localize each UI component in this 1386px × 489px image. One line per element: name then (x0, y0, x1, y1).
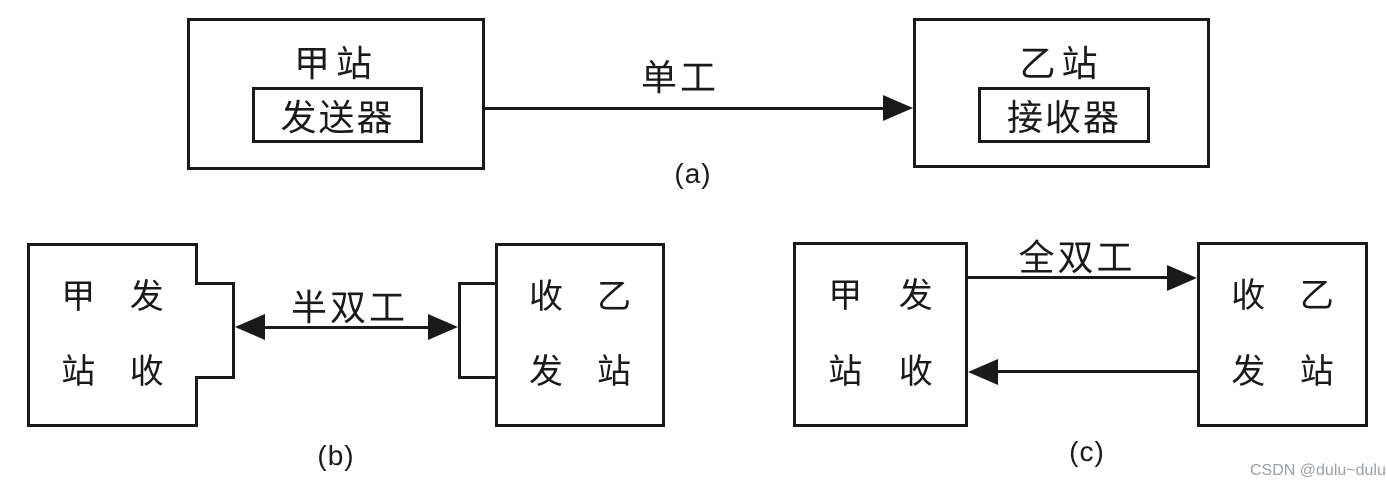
section-b-b-char-bl: 发 (529, 353, 563, 391)
csdn-watermark: CSDN @dulu~dulu (1250, 462, 1386, 479)
section-c-caption: (c) (1069, 436, 1105, 467)
section-b-a-char-br: 收 (129, 353, 164, 391)
section-b-station-a-box: 甲 发 站 收 (27, 243, 198, 427)
section-b-right-bracket (458, 282, 498, 379)
section-b-b-char-br: 站 (597, 353, 631, 391)
section-c-a-char-tr: 发 (898, 277, 933, 316)
section-b-arrow-left-icon (235, 314, 265, 340)
section-b-halfduplex-line (255, 326, 438, 329)
section-b-a-char-tl: 甲 (61, 278, 96, 316)
section-c-station-a-box: 甲 发 站 收 (793, 242, 968, 427)
section-c-return-line (996, 370, 1197, 373)
section-c-arrow-left-icon (968, 359, 998, 385)
section-a-arrow-right-icon (883, 95, 913, 121)
section-a-simplex-line (485, 107, 885, 110)
section-b-arrow-right-icon (428, 314, 458, 340)
section-c-station-b-box: 收 乙 发 站 (1197, 242, 1368, 427)
section-a-caption: (a) (674, 158, 712, 189)
section-a-station-b-title: 乙站 (1019, 43, 1104, 84)
section-b-b-char-tr: 乙 (597, 278, 631, 316)
section-a-transmitter-box: 发送器 (252, 87, 423, 143)
section-a-receiver-label: 接收器 (1006, 97, 1121, 138)
section-c-b-char-br: 站 (1299, 352, 1334, 391)
section-a-link-label: 单工 (640, 57, 719, 98)
section-a-station-a-box: 甲站 发送器 (187, 18, 485, 170)
section-a-station-a-title: 甲站 (293, 43, 378, 84)
section-b-left-bracket (195, 282, 235, 379)
section-c-b-char-tl: 收 (1231, 277, 1266, 316)
section-b-a-char-bl: 站 (61, 353, 96, 391)
section-c-link-label: 全双工 (1018, 237, 1136, 278)
section-a-station-b-box: 乙站 接收器 (913, 18, 1210, 168)
section-c-forward-line (968, 276, 1170, 279)
section-c-arrow-right-icon (1167, 265, 1197, 291)
section-b-b-char-tl: 收 (529, 278, 563, 316)
section-b-caption: (b) (317, 440, 355, 471)
section-b-station-b-box: 收 乙 发 站 (495, 243, 665, 427)
section-c-a-char-br: 收 (898, 352, 933, 391)
section-c-b-char-bl: 发 (1231, 352, 1266, 391)
section-b-a-char-tr: 发 (129, 278, 164, 316)
section-a-transmitter-label: 发送器 (280, 97, 395, 138)
section-c-a-char-tl: 甲 (828, 277, 863, 316)
section-c-a-char-bl: 站 (828, 352, 863, 391)
section-b-link-label: 半双工 (291, 287, 409, 328)
section-a-receiver-box: 接收器 (978, 87, 1150, 143)
section-c-b-char-tr: 乙 (1299, 277, 1334, 316)
